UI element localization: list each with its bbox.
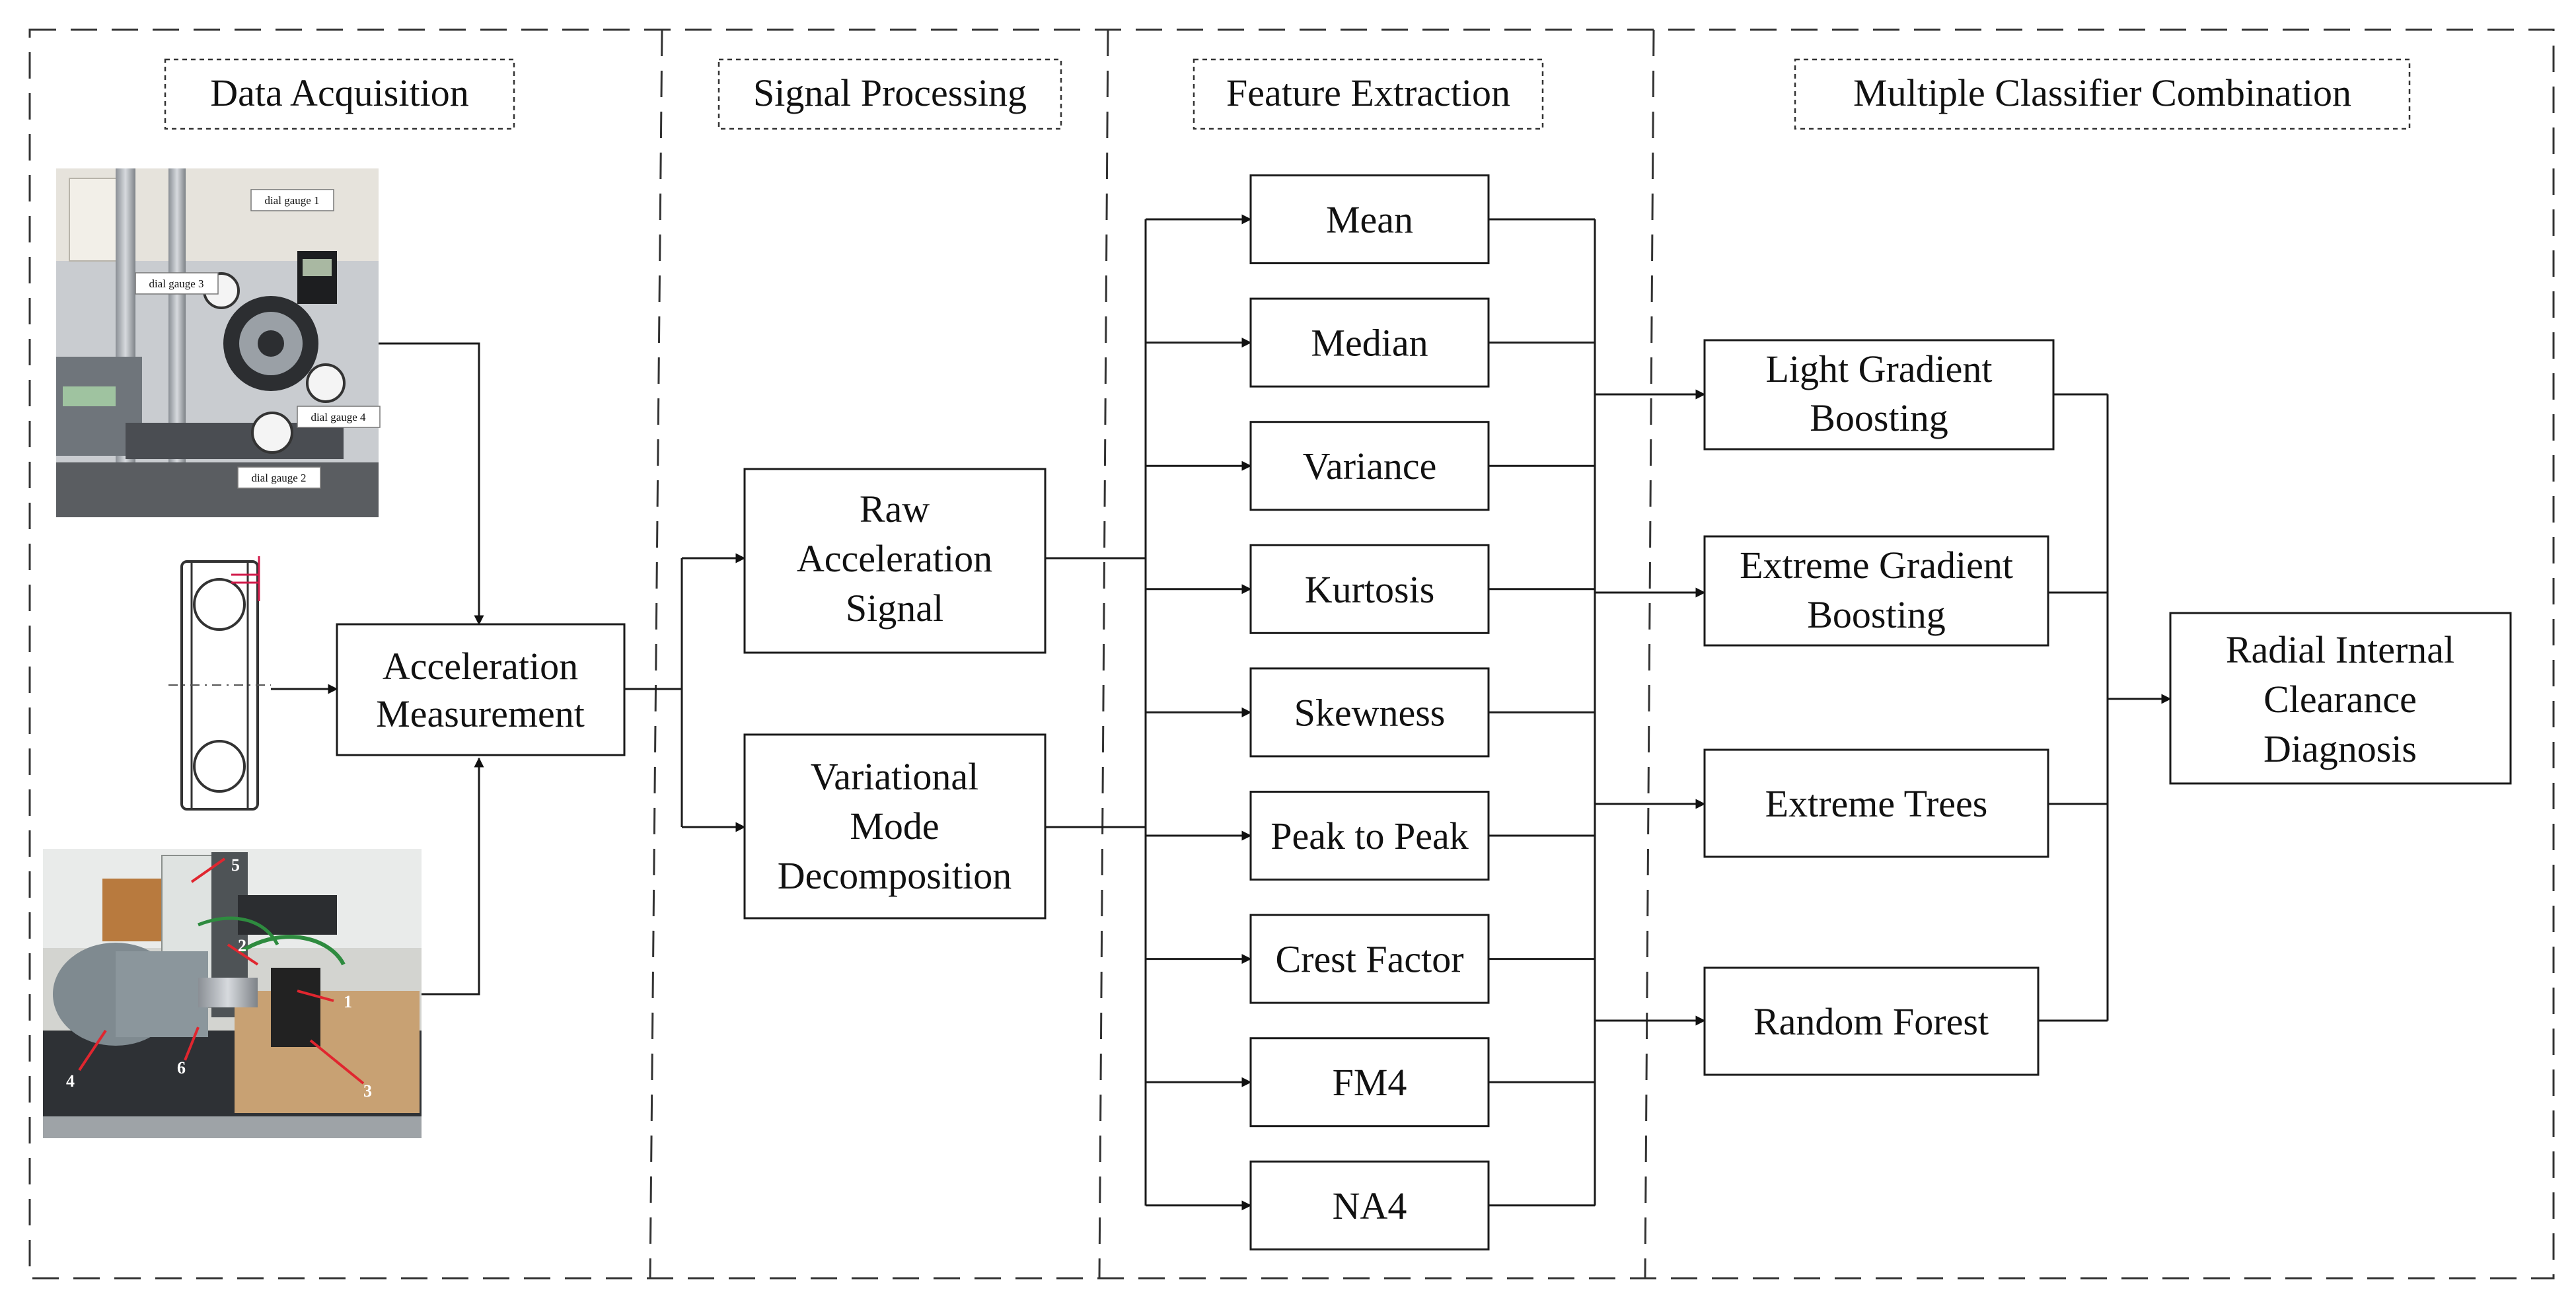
header-data-acquisition: Data Acquisition (164, 58, 515, 130)
feature-7-label: FM4 (1333, 1061, 1407, 1104)
feature-1-box (1249, 297, 1490, 388)
classifier-random-forest-line-1: Random Forest (1753, 1000, 1989, 1043)
connector-rig-to-measurement (379, 342, 484, 626)
photo-label-6: 6 (177, 1058, 186, 1077)
header-data-acquisition-text: Data Acquisition (210, 71, 468, 114)
divider-1 (649, 29, 663, 1279)
vmd-line-1: Variational (811, 755, 978, 798)
classifier-extra-trees: Extreme Trees (1703, 748, 2049, 858)
diagnosis-line-1: Radial Internal (2226, 628, 2454, 671)
classifier-xgboost-line-1: Extreme Gradient (1740, 544, 2013, 587)
header-signal-processing: Signal Processing (718, 58, 1062, 130)
header-signal-processing-text: Signal Processing (753, 71, 1027, 114)
feature-8-label: NA4 (1333, 1184, 1407, 1227)
photo-label-2: 2 (238, 936, 246, 955)
test-rig-photo: dial gauge 1 dial gauge 3 dial gauge 4 d… (56, 168, 381, 517)
feature-6-box (1249, 914, 1490, 1004)
raw-signal-block: Raw Acceleration Signal (743, 468, 1047, 654)
feature-2-label: Variance (1303, 445, 1437, 488)
classifier-extra-trees-line-1: Extreme Trees (1765, 782, 1988, 825)
photo-label-3: 3 (363, 1081, 372, 1101)
classifier-xgboost-line-2: Boosting (1807, 593, 1946, 636)
raw-signal-line-2: Acceleration (797, 537, 992, 580)
diagnosis-output-block: Radial Internal Clearance Diagnosis (2169, 612, 2512, 785)
feature-8-box (1249, 1160, 1490, 1250)
divider-2 (1098, 29, 1109, 1279)
header-feature-extraction-text: Feature Extraction (1226, 71, 1510, 114)
raw-signal-line-3: Signal (846, 587, 943, 630)
feature-1-label: Median (1311, 322, 1428, 365)
acceleration-measurement-block: Acceleration Measurement (336, 623, 626, 756)
feature-3-label: Kurtosis (1305, 568, 1435, 611)
classifier-xgboost: Extreme Gradient Boosting (1703, 535, 2049, 647)
classifier-lgbm-line-1: Light Gradient (1765, 347, 1992, 390)
header-feature-extraction: Feature Extraction (1193, 58, 1544, 130)
bearing-drawing (168, 556, 271, 811)
vmd-block: Variational Mode Decomposition (743, 733, 1047, 920)
photo-label-dial-gauge-2: dial gauge 2 (251, 472, 306, 484)
photo-label-1: 1 (344, 992, 352, 1011)
feature-0-label: Mean (1326, 198, 1413, 241)
photo-label-dial-gauge-1: dial gauge 1 (264, 194, 319, 207)
classifier-random-forest: Random Forest (1703, 966, 2040, 1076)
feature-5-label: Peak to Peak (1270, 815, 1469, 857)
diagnosis-line-2: Clearance (2263, 678, 2417, 721)
feature-6-label: Crest Factor (1275, 938, 1463, 981)
vmd-line-2: Mode (850, 805, 939, 848)
feature-5-box (1249, 791, 1490, 881)
photo-label-5: 5 (231, 855, 240, 875)
photo-label-dial-gauge-4: dial gauge 4 (311, 411, 366, 423)
connector-motor-to-measurement (422, 757, 484, 996)
feature-0-box (1249, 174, 1490, 264)
photo-label-4: 4 (66, 1071, 75, 1091)
divider-3 (1644, 29, 1655, 1279)
acceleration-measurement-line-1: Acceleration (383, 645, 578, 688)
classifier-lgbm-line-2: Boosting (1810, 396, 1948, 439)
feature-3-box (1249, 544, 1490, 634)
feature-2-box (1249, 421, 1490, 511)
feature-7-box (1249, 1037, 1490, 1128)
vmd-line-3: Decomposition (778, 854, 1012, 897)
raw-signal-line-1: Raw (860, 488, 930, 530)
acceleration-measurement-line-2: Measurement (376, 692, 585, 735)
feature-4-label: Skewness (1294, 691, 1446, 734)
diagnosis-line-3: Diagnosis (2263, 727, 2417, 770)
classifier-lgbm: Light Gradient Boosting (1703, 339, 2055, 451)
motor-rig-photo: 5 2 1 4 6 3 (43, 849, 422, 1138)
header-classifier-combination-text: Multiple Classifier Combination (1853, 71, 2351, 114)
header-classifier-combination: Multiple Classifier Combination (1794, 58, 2411, 130)
photo-label-dial-gauge-3: dial gauge 3 (149, 277, 203, 290)
